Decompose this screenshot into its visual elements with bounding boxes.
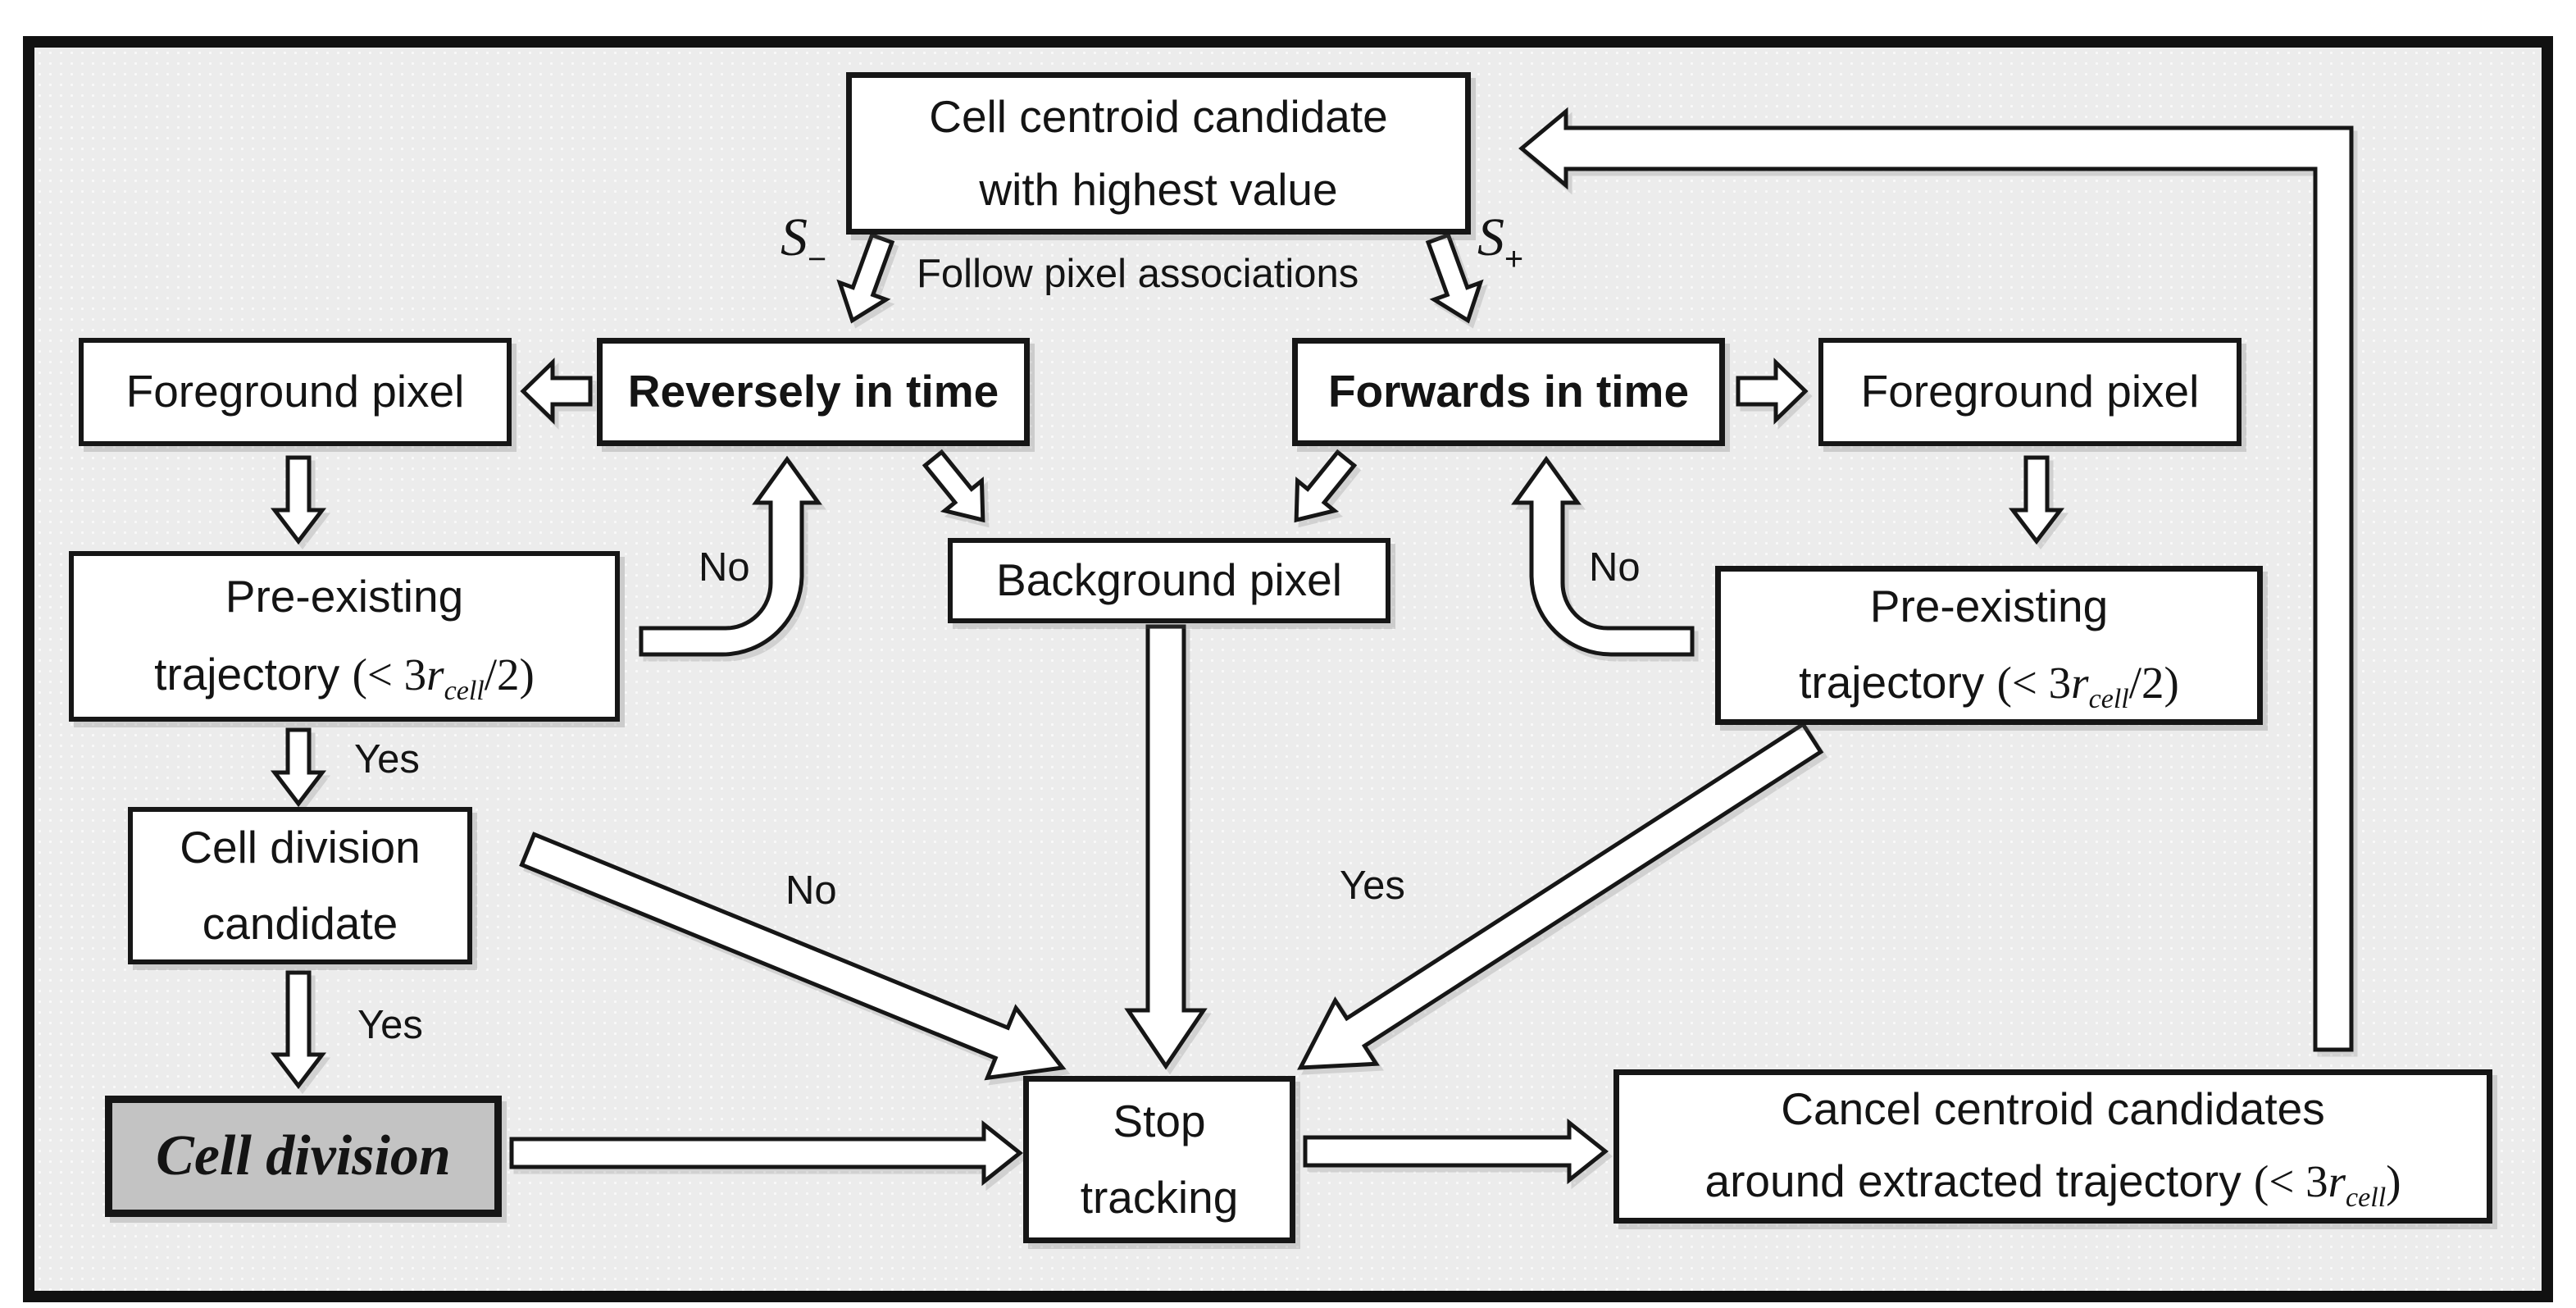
arrow-stop-to-cancel xyxy=(1303,1118,1609,1185)
box-text: Cell division xyxy=(156,1124,451,1188)
label-s-minus: S− xyxy=(781,207,826,278)
box-cell-centroid-candidate: Cell centroid candidate with highest val… xyxy=(846,72,1471,235)
math-open: (< 3 xyxy=(352,649,427,700)
box-text: candidate xyxy=(202,898,398,949)
box-text: with highest value xyxy=(979,164,1338,215)
math-var-r: r xyxy=(426,649,444,700)
box-text: Cell centroid candidate xyxy=(929,90,1388,142)
box-forwards-in-time: Forwards in time xyxy=(1292,338,1725,446)
arrow-yes-to-candidate xyxy=(270,727,327,808)
box-text: Pre-existing xyxy=(225,570,464,622)
box-text-math-line: around extracted trajectory (< 3rcell) xyxy=(1704,1145,2401,1220)
box-text-math-line: trajectory (< 3rcell/2) xyxy=(154,636,535,716)
math-sub-cell: cell xyxy=(2346,1182,2387,1213)
box-text: Forwards in time xyxy=(1327,366,1690,417)
s-plus-sub: + xyxy=(1504,240,1524,277)
box-reversely-in-time: Reversely in time xyxy=(597,338,1030,446)
math-var-r: r xyxy=(2071,657,2089,708)
arrow-forwards-to-background xyxy=(1294,449,1358,523)
math-sub-cell: cell xyxy=(444,675,485,706)
box-cancel-centroid-candidates: Cancel centroid candidates around extrac… xyxy=(1613,1069,2492,1224)
math-open: (< 3 xyxy=(2254,1155,2328,1206)
s-minus-base: S xyxy=(781,207,808,267)
label-yes-to-candidate: Yes xyxy=(354,737,420,782)
box-text: Stop xyxy=(1113,1095,1206,1146)
math-var-r: r xyxy=(2328,1155,2346,1206)
arrow-cancel-to-top xyxy=(1518,107,2354,1052)
arrow-background-to-stop xyxy=(1124,624,1208,1070)
box-pre-existing-trajectory-right: Pre-existing trajectory (< 3rcell/2) xyxy=(1715,566,2263,725)
label-no-left: No xyxy=(699,545,750,590)
math-sub-cell: cell xyxy=(2088,683,2129,714)
box-text: Pre-existing xyxy=(1869,581,2109,632)
label-s-plus: S+ xyxy=(1477,207,1523,278)
arrow-reversely-to-foreground xyxy=(520,358,593,425)
arrow-no-curve-right xyxy=(1511,455,1695,657)
arrow-no-diagonal xyxy=(519,832,1067,1081)
box-foreground-pixel-left: Foreground pixel xyxy=(79,338,512,446)
arrow-no-curve-left xyxy=(639,455,822,657)
text-word: trajectory xyxy=(1799,656,1997,708)
box-text: Foreground pixel xyxy=(1860,366,2200,417)
box-text: Reversely in time xyxy=(627,366,999,417)
box-text: Cell division xyxy=(180,821,421,873)
arrow-foreground-left-down xyxy=(270,455,327,545)
arrow-division-to-stop xyxy=(509,1119,1024,1187)
arrow-reversely-to-background xyxy=(922,449,985,523)
s-plus-base: S xyxy=(1477,207,1504,267)
math-close: ) xyxy=(2386,1155,2401,1206)
label-no-diagonal: No xyxy=(785,868,837,913)
box-cell-division-candidate: Cell division candidate xyxy=(128,807,472,964)
text-word: trajectory xyxy=(154,648,353,700)
box-text: Background pixel xyxy=(996,554,1342,606)
box-cell-division: Cell division xyxy=(105,1096,502,1217)
label-follow-pixel-associations: Follow pixel associations xyxy=(917,252,1359,296)
arrow-s-plus xyxy=(1425,232,1484,324)
box-text: tracking xyxy=(1080,1172,1239,1223)
arrow-foreground-right-down xyxy=(2008,455,2065,545)
arrow-s-minus xyxy=(836,232,895,324)
label-no-right: No xyxy=(1589,545,1641,590)
box-text: Cancel centroid candidates xyxy=(1781,1082,2325,1134)
label-yes-diagonal: Yes xyxy=(1340,864,1405,908)
label-yes-to-division: Yes xyxy=(357,1003,423,1047)
box-background-pixel: Background pixel xyxy=(948,538,1390,623)
text-word: around extracted trajectory xyxy=(1704,1155,2254,1206)
arrow-forwards-to-foreground xyxy=(1736,358,1809,425)
arrow-yes-to-division xyxy=(270,970,327,1090)
box-text-math-line: trajectory (< 3rcell/2) xyxy=(1799,645,2179,722)
math-close: /2) xyxy=(484,649,535,700)
box-stop-tracking: Stop tracking xyxy=(1023,1076,1295,1243)
math-open: (< 3 xyxy=(1996,657,2072,708)
box-foreground-pixel-right: Foreground pixel xyxy=(1818,338,2241,446)
math-close: /2) xyxy=(2128,657,2179,708)
box-text: Foreground pixel xyxy=(125,366,465,417)
arrow-yes-diagonal xyxy=(1297,721,1824,1070)
box-pre-existing-trajectory-left: Pre-existing trajectory (< 3rcell/2) xyxy=(69,551,620,722)
s-minus-sub: − xyxy=(808,240,827,277)
